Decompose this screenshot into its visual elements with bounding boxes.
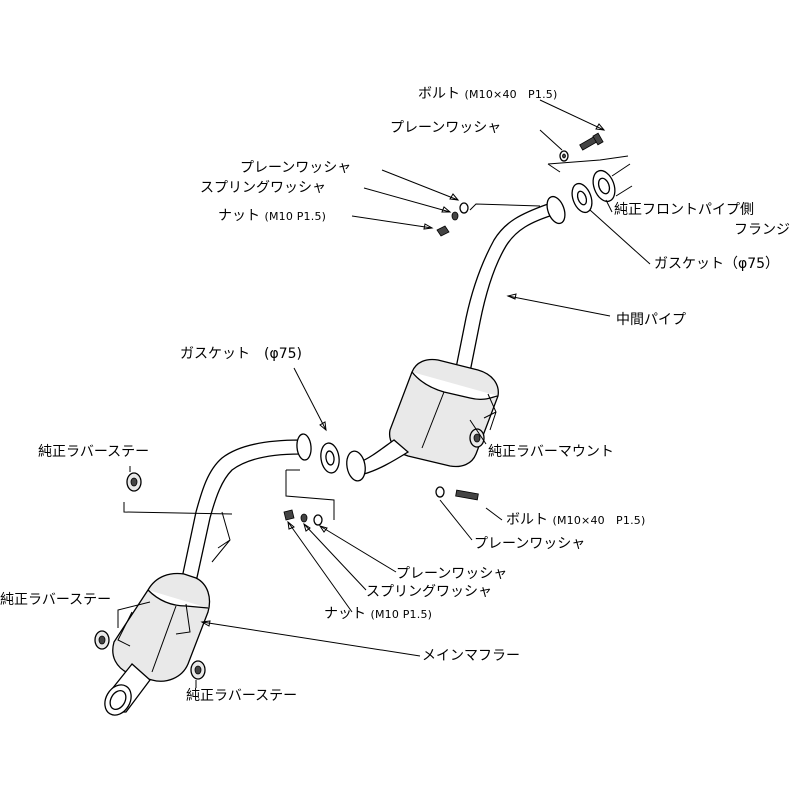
gasket-center	[320, 442, 340, 474]
label-washer-lower: プレーンワッシャ	[396, 566, 508, 582]
rubber-mount	[469, 428, 485, 448]
label-rubber-stay-top: 純正ラバーステー	[38, 444, 150, 460]
label-nut-upper-left-text: ナット	[218, 208, 260, 224]
bolt-lower-icon	[435, 486, 479, 501]
bolt-top-icon	[579, 132, 604, 151]
label-nut-upper-left-spec: (M10 P1.5)	[264, 210, 327, 223]
front-pipe-flange	[592, 163, 633, 203]
label-front-pipe-flange-2: フランジ	[734, 222, 790, 238]
label-rubber-stay-bottom: 純正ラバーステー	[186, 688, 298, 704]
label-spring-washer-upper-left: スプリングワッシャ	[200, 180, 326, 196]
lower-hardware-icon	[283, 509, 323, 526]
label-bolt-lower-spec: (M10×40 P1.5)	[552, 514, 646, 527]
label-nut-lower-spec: (M10 P1.5)	[370, 608, 433, 621]
label-nut-lower: ナット (M10 P1.5)	[324, 606, 432, 623]
label-washer-top: プレーンワッシャ	[390, 120, 502, 136]
upper-left-bracket	[469, 203, 541, 211]
label-middle-pipe: 中間パイプ	[616, 312, 686, 328]
bolt-guide-lower	[285, 469, 335, 520]
label-bolt-top: ボルト (M10×40 P1.5)	[418, 86, 557, 103]
label-nut-lower-text: ナット	[324, 606, 366, 622]
upper-left-hardware-icon	[436, 202, 469, 237]
label-rubber-mount: 純正ラバーマウント	[488, 444, 614, 460]
label-bolt-lower: ボルト (M10×40 P1.5)	[506, 512, 645, 529]
main-muffler	[104, 433, 312, 716]
label-spring-washer-lower: スプリングワッシャ	[366, 584, 492, 600]
center-resonator	[346, 358, 499, 482]
label-rubber-stay-left: 純正ラバーステー	[0, 592, 112, 608]
label-bolt-top-text: ボルト	[418, 86, 460, 102]
bolt-guide-top	[547, 155, 629, 173]
label-gasket-right: ガスケット（φ75）	[654, 256, 780, 272]
label-nut-upper-left: ナット (M10 P1.5)	[218, 208, 326, 225]
rubber-stay-top	[126, 472, 142, 492]
label-washer-lower-right: プレーンワッシャ	[474, 536, 586, 552]
label-bolt-lower-text: ボルト	[506, 512, 548, 528]
rubber-stay-bottom	[190, 660, 206, 680]
gasket-right	[571, 182, 593, 214]
rubber-stay-left	[94, 630, 110, 650]
middle-pipe	[455, 195, 566, 373]
label-washer-upper-left: プレーンワッシャ	[240, 160, 352, 176]
label-gasket-center: ガスケット (φ75)	[180, 346, 302, 362]
leader-lines	[117, 99, 651, 688]
label-front-pipe-flange-1: 純正フロントパイプ側	[614, 202, 754, 218]
label-main-muffler: メインマフラー	[422, 648, 520, 664]
washer-top-icon	[559, 150, 569, 162]
label-bolt-top-spec: (M10×40 P1.5)	[464, 88, 558, 101]
